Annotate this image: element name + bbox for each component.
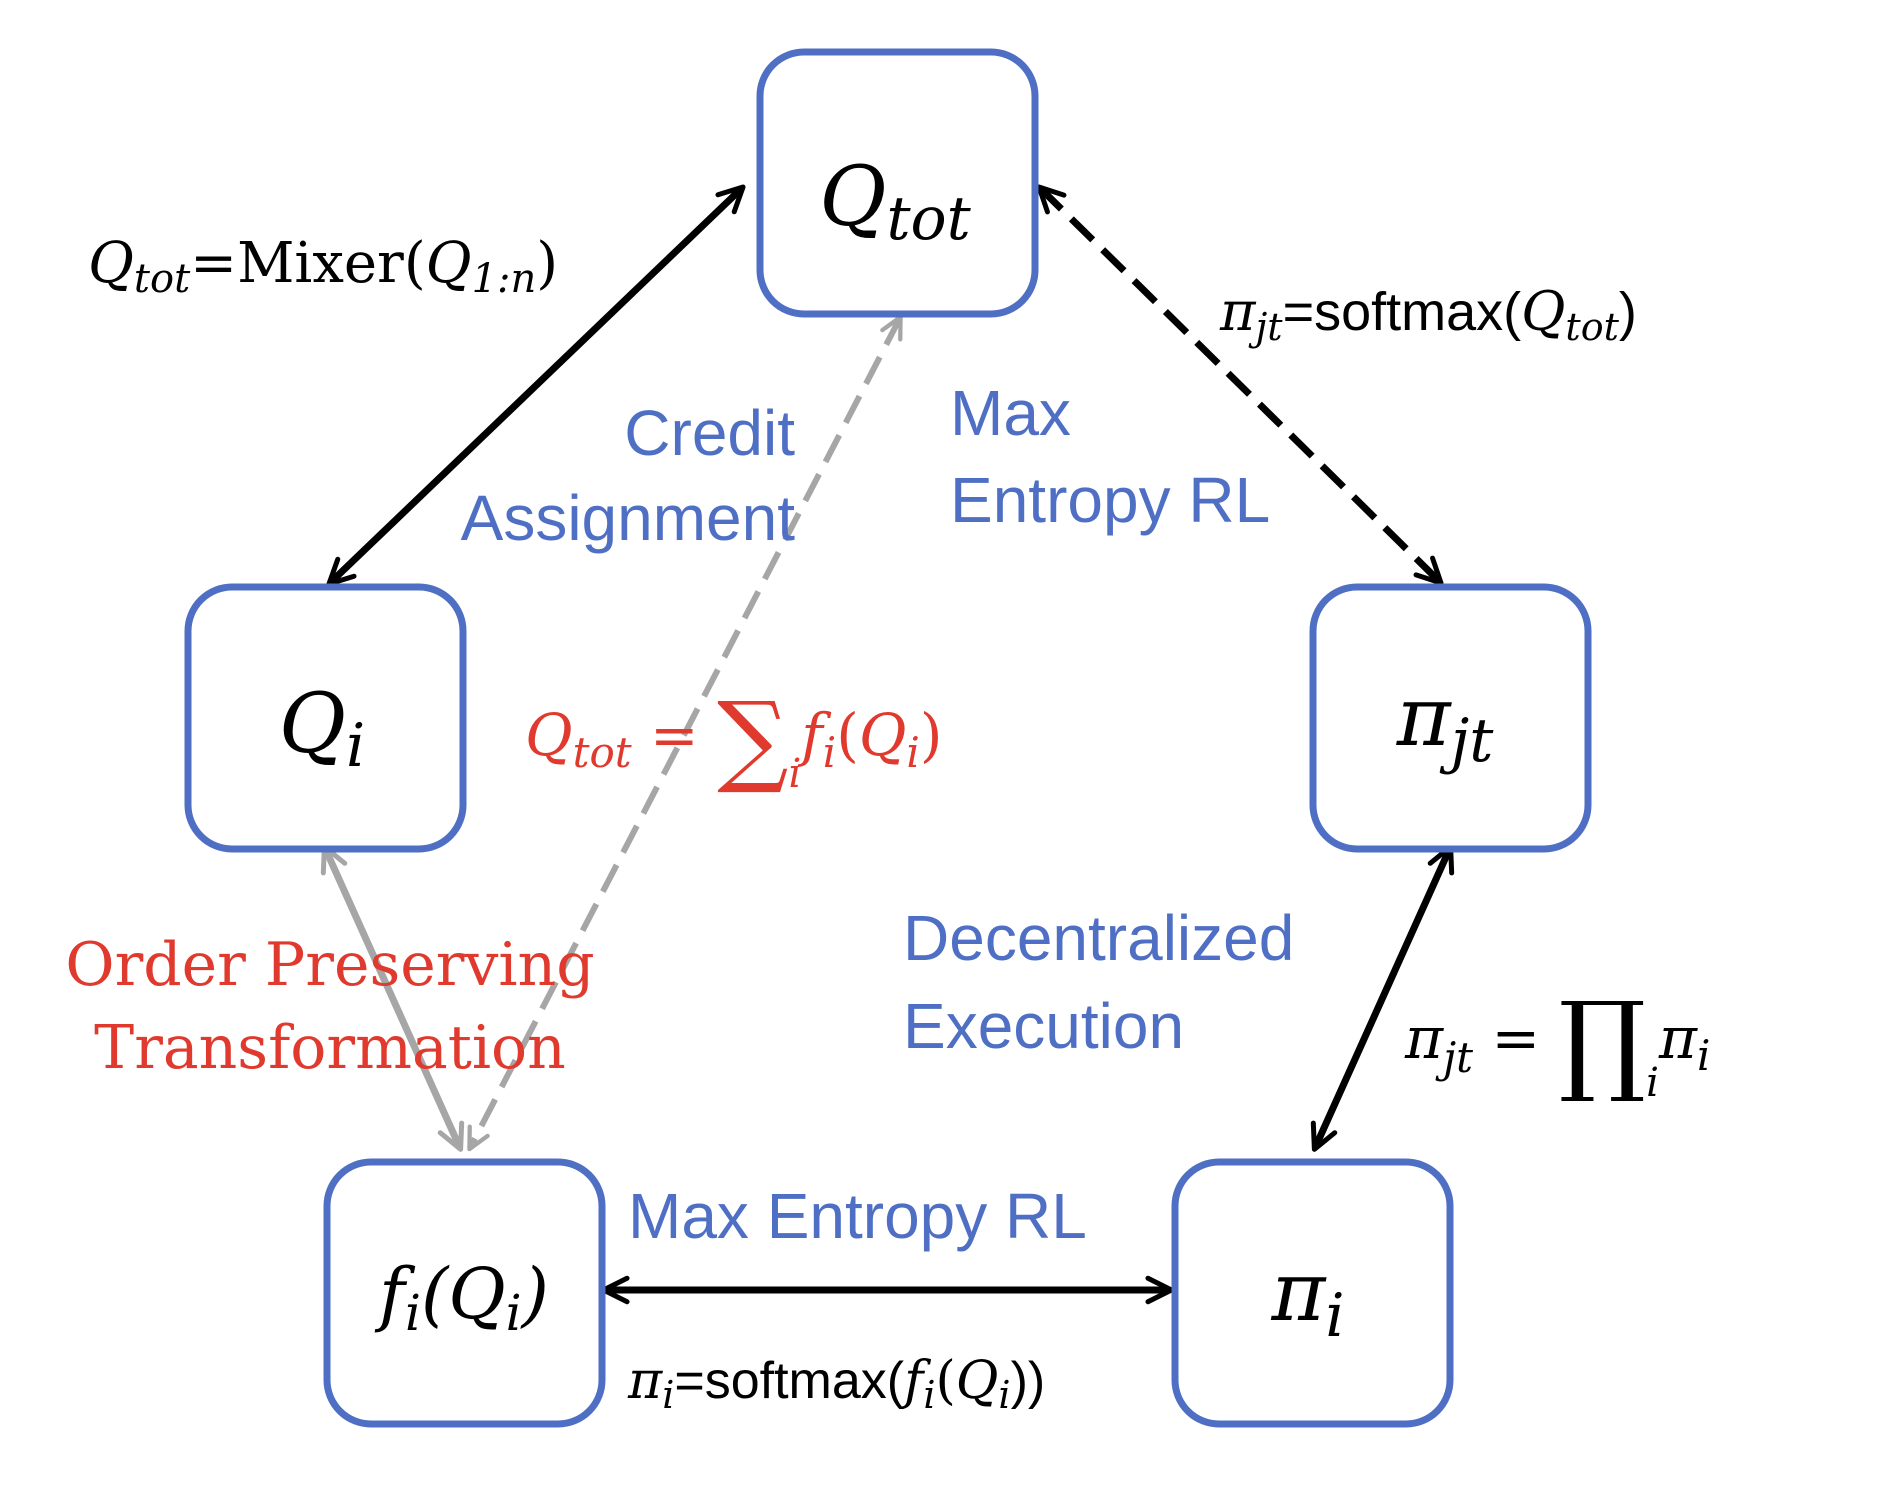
softmax-top-close: )	[1619, 282, 1637, 342]
label-product-equation: πjt = ∏iπi	[1404, 978, 1710, 1106]
softmax-bottom-close: ))	[1011, 1352, 1046, 1410]
label-credit-assignment: Credit Assignment	[461, 397, 796, 554]
node-pi-jt: πjt	[1309, 583, 1592, 853]
node-q-tot: Qtot	[756, 48, 1039, 318]
sum-f-sub: i	[823, 728, 836, 777]
sum-eq: =	[632, 701, 717, 769]
sum-lhs-sub: tot	[573, 728, 632, 777]
svg-text:Qtot = ∑ifi(Qi): Qtot = ∑ifi(Qi)	[525, 680, 942, 797]
svg-text:πjt = ∏iπi: πjt = ∏iπi	[1404, 978, 1710, 1106]
label-decentralized-execution: Decentralized Execution	[903, 902, 1294, 1062]
pi-i-base: π	[1270, 1245, 1327, 1340]
svg-text:πjt: πjt	[1396, 670, 1495, 776]
fi-q-sub: i	[506, 1284, 522, 1342]
arrow-qi-fi-gray	[320, 844, 465, 1152]
pi-jt-base: π	[1396, 670, 1453, 765]
sum-op-sub: i	[788, 751, 801, 797]
prod-rhs-sub: i	[1697, 1031, 1710, 1080]
softmax-bottom-lhs: π	[627, 1351, 663, 1411]
softmax-top-arg-sub: tot	[1565, 305, 1619, 349]
arrow-qtot-pijt-dashed	[1036, 184, 1444, 586]
node-q-i: Qi	[184, 583, 467, 853]
q-i-base: Q	[279, 677, 346, 772]
maxent-top-line2: Entropy RL	[950, 464, 1270, 536]
node-f-i-q-i: fi(Qi)	[323, 1158, 606, 1428]
fi-q: Q	[448, 1253, 505, 1335]
fi-open: (	[421, 1253, 450, 1335]
sum-lhs: Q	[525, 701, 573, 769]
mixer-lhs-sub: tot	[134, 256, 191, 302]
label-sum-equation: Qtot = ∑ifi(Qi)	[525, 680, 942, 797]
sum-q: Q	[859, 701, 907, 769]
softmax-bottom-f-sub: i	[923, 1373, 935, 1417]
prod-rhs: π	[1658, 1004, 1698, 1072]
prod-op-sub: i	[1646, 1060, 1659, 1106]
prod-op: ∏	[1559, 978, 1647, 1106]
label-mixer-equation: Qtot=Mixer(Q1:n)	[88, 231, 558, 302]
order-line2: Transformation	[94, 1013, 566, 1083]
fi-close: )	[520, 1253, 549, 1335]
softmax-top-lhs: π	[1219, 280, 1257, 343]
order-line1: Order Preserving	[65, 930, 594, 1000]
prod-lhs: π	[1404, 1004, 1444, 1072]
sum-close: )	[920, 701, 943, 769]
softmax-bottom-q: Q	[956, 1351, 999, 1411]
arrow-pijt-pii	[1310, 844, 1455, 1152]
softmax-top-arg: Q	[1521, 280, 1565, 343]
svg-text:πi=softmax(fi(Qi)): πi=softmax(fi(Qi))	[627, 1351, 1045, 1417]
svg-text:πjt=softmax(Qtot): πjt=softmax(Qtot)	[1219, 280, 1637, 349]
label-max-entropy-bottom: Max Entropy RL	[628, 1180, 1087, 1252]
decentral-line1: Decentralized	[903, 902, 1294, 974]
arrow-qtot-fi-dashed-gray	[467, 314, 903, 1152]
credit-line2: Assignment	[461, 482, 796, 554]
label-max-entropy-top: Max Entropy RL	[950, 377, 1270, 536]
sum-open: (	[836, 701, 859, 769]
prod-eq: =	[1473, 1004, 1558, 1072]
svg-text:πi: πi	[1270, 1245, 1344, 1351]
pi-i-sub: i	[1325, 1281, 1344, 1351]
sum-op: ∑	[717, 680, 788, 797]
svg-text:fi(Qi): fi(Qi)	[374, 1253, 549, 1342]
softmax-bottom-lhs-sub: i	[662, 1373, 674, 1417]
label-softmax-top: πjt=softmax(Qtot)	[1219, 280, 1637, 349]
label-softmax-bottom: πi=softmax(fi(Qi))	[627, 1351, 1045, 1417]
credit-line1: Credit	[624, 397, 795, 469]
softmax-bottom-open: (	[935, 1351, 955, 1411]
mixer-close: )	[536, 231, 558, 296]
mixer-arg: Q	[426, 231, 472, 296]
softmax-bottom-q-sub: i	[998, 1373, 1010, 1417]
sum-q-sub: i	[906, 728, 919, 777]
fi-f-sub: i	[405, 1284, 421, 1342]
decentral-line2: Execution	[903, 990, 1184, 1062]
svg-text:Qtot: Qtot	[819, 150, 971, 254]
node-pi-i: πi	[1171, 1158, 1454, 1428]
q-tot-sub: tot	[886, 184, 971, 254]
label-order-preserving: Order Preserving Transformation	[65, 930, 594, 1083]
svg-text:Qtot=Mixer(Q1:n): Qtot=Mixer(Q1:n)	[88, 231, 558, 302]
maxent-top-line1: Max	[950, 377, 1071, 449]
mixer-arg-sub: 1:n	[472, 256, 537, 302]
q-i-sub: i	[346, 711, 365, 781]
q-tot-base: Q	[819, 150, 886, 245]
svg-text:Qi: Qi	[279, 677, 365, 781]
softmax-bottom-eq: =softmax(	[674, 1352, 904, 1410]
mixer-lhs: Q	[88, 231, 134, 296]
softmax-top-eq: =softmax(	[1283, 282, 1522, 342]
mixer-eq: =Mixer(	[190, 231, 426, 296]
